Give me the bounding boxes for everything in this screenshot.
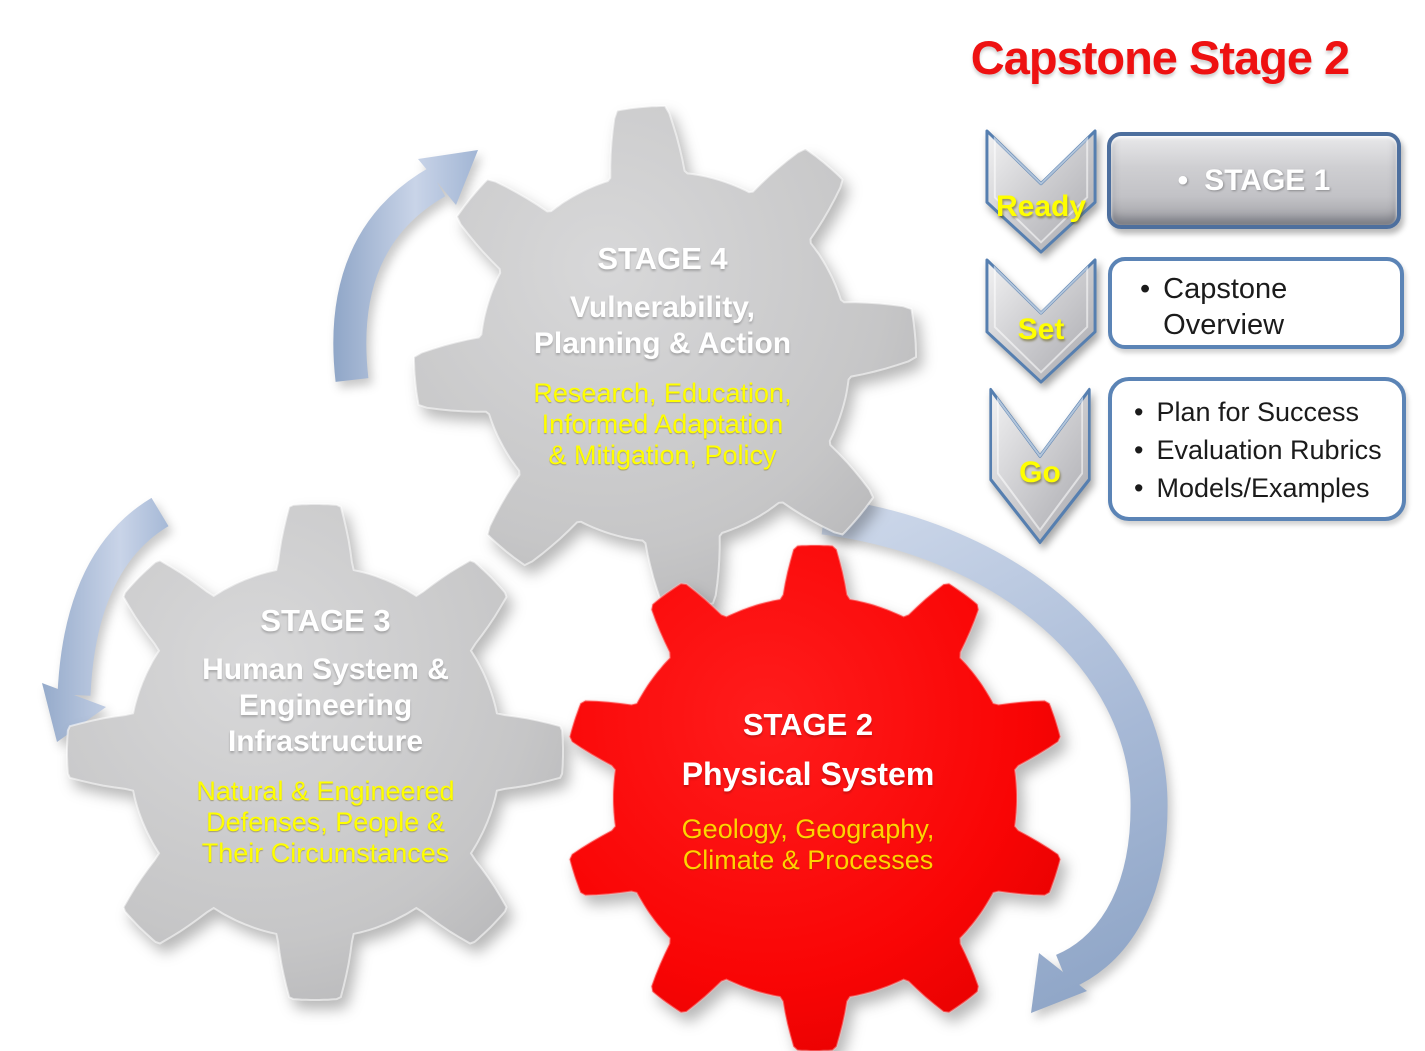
list-item: • Models/Examples [1134, 469, 1396, 507]
bullet-icon: • [1177, 163, 1189, 197]
chevron-set-label: Set [1017, 313, 1065, 346]
chevron-down-icon [985, 129, 1097, 254]
stage3-subtitle: Natural & Engineered Defenses, People & … [196, 776, 455, 868]
gear-stage2-text: STAGE 2 Physical System Geology, Geograp… [608, 708, 1008, 876]
page-title: Capstone Stage 2 [970, 31, 1350, 84]
go-items-box: • Plan for Success • Evaluation Rubrics … [1108, 377, 1406, 521]
gear-stage3-text: STAGE 3 Human System & Engineering Infra… [128, 604, 523, 869]
cycle-arrows [42, 150, 1168, 1013]
bullet-icon: • [1134, 473, 1144, 503]
chevron-down-icon [989, 387, 1091, 545]
chevron-down-icon [985, 258, 1097, 384]
stage3-title: Human System & Engineering Infrastructur… [202, 653, 449, 758]
capstone-overview-box: • Capstone Overview [1108, 257, 1404, 349]
list-item: • Capstone Overview [1140, 273, 1288, 341]
list-item: • Evaluation Rubrics [1134, 431, 1396, 469]
gear-stage4-text: STAGE 4 Vulnerability, Planning & Action… [465, 242, 860, 471]
chevron-go: Go [988, 386, 1092, 546]
stage4-label: STAGE 4 [597, 241, 728, 276]
arrow-up-right [333, 167, 446, 382]
chevron-ready: Ready [984, 128, 1098, 255]
arrow-arc-right [821, 497, 1168, 990]
chevron-set: Set [984, 257, 1098, 385]
chevron-ready-label: Ready [995, 190, 1087, 223]
stage1-box: • STAGE 1 [1107, 132, 1401, 229]
gear-stage3-shape [66, 503, 564, 1001]
arrow-arc-right-head [1031, 953, 1087, 1013]
stage1-box-label: STAGE 1 [1204, 163, 1331, 197]
list-item: • Plan for Success [1134, 393, 1396, 431]
chevron-go-label: Go [1019, 456, 1061, 489]
stage4-subtitle: Research, Education, Informed Adaptation… [533, 378, 792, 470]
arrow-down-left-head [42, 683, 106, 742]
bullet-icon: • [1134, 435, 1144, 465]
stage2-subtitle: Geology, Geography, Climate & Processes [681, 814, 935, 875]
stage3-label: STAGE 3 [260, 603, 391, 638]
bullet-icon: • [1140, 273, 1151, 305]
bullet-icon: • [1134, 397, 1144, 427]
stage2-label: STAGE 2 [742, 707, 874, 742]
stage2-title: Physical System [681, 756, 935, 792]
gear-stage4-shape [413, 105, 917, 609]
arrow-down-left [57, 497, 169, 696]
arrow-up-right-head [418, 150, 478, 205]
stage4-title: Vulnerability, Planning & Action [533, 291, 792, 360]
gear-stage2-shape [568, 544, 1062, 1051]
